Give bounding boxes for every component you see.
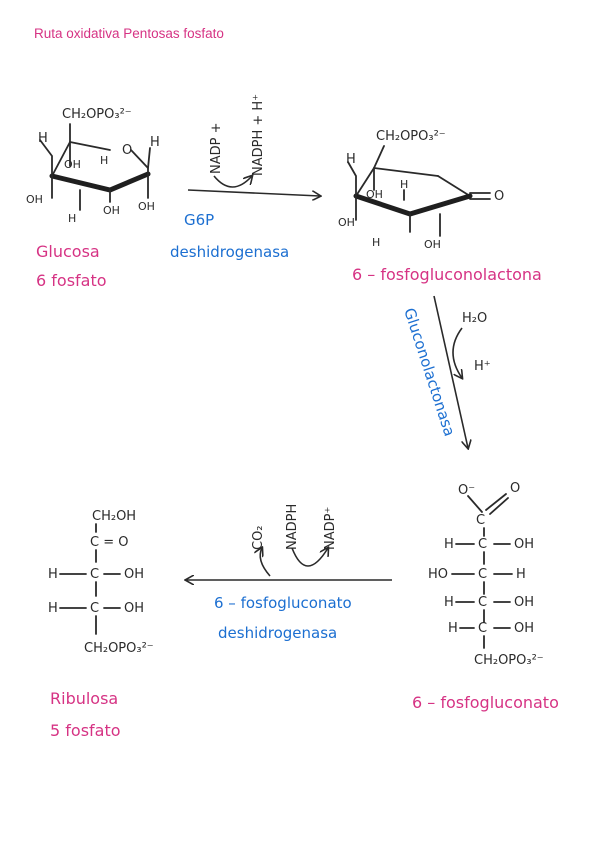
gluconate-bottom: CH₂OPO₃²⁻	[474, 653, 544, 668]
gluconate-row3-right: OH	[514, 595, 534, 610]
lactone-ring-right	[437, 175, 471, 197]
step1-reaction: NADP + NADPH + H⁺ G6P deshidrogenasa	[170, 94, 320, 261]
glucose-ring-left	[51, 141, 71, 177]
glucose-substituent-bonds	[39, 139, 151, 211]
glucose-name-line2: 6 fosfato	[36, 271, 107, 290]
step2-water-arrow	[452, 327, 462, 378]
step3-cofactor-arrow	[291, 548, 328, 567]
gluconate-carboxyl-bonds	[467, 493, 509, 515]
gluconolactone-structure: CH₂OPO₃²⁻ O H OH H OH H OH 6 – fosfogluc…	[338, 129, 542, 284]
ribulose-name-line2: 5 fosfato	[50, 721, 121, 740]
glucose-oh-bottom: OH	[103, 204, 120, 217]
gluconate-name: 6 – fosfogluconato	[412, 693, 559, 712]
ribulose-c3: C	[90, 567, 99, 582]
step2-reaction: H₂O H⁺ Gluconolactonasa	[400, 295, 491, 448]
ribulose-name-line1: Ribulosa	[50, 689, 118, 708]
ribulose-top: CH₂OH	[92, 509, 136, 524]
gluconate-row1-left: H	[444, 537, 454, 552]
glucose-ring-top-right	[130, 149, 149, 169]
lactone-oh-bottom: OH	[424, 238, 441, 251]
glucose-6-phosphate-structure: CH₂OPO₃²⁻ O H H OH H OH H OH OH Glucosa …	[26, 107, 160, 290]
step2-h-plus-label: H⁺	[474, 359, 491, 374]
lactone-c6-bond	[373, 145, 385, 169]
lactone-ring-left	[355, 167, 375, 197]
ribulose-row1-right: OH	[124, 567, 144, 582]
step3-nadp-label: NADP⁺	[323, 507, 338, 550]
gluconate-row1-right: OH	[514, 537, 534, 552]
step3-enzyme-line1: 6 – fosfogluconato	[214, 594, 352, 612]
ribulose-carbonyl: C = O	[90, 535, 128, 550]
step1-nadp-in: NADP +	[209, 123, 224, 175]
glucose-name-line1: Glucosa	[36, 242, 100, 261]
glucose-oh-right: OH	[138, 200, 155, 213]
step3-reaction: CO₂ NADPH NADP⁺ 6 – fosfogluconato deshi…	[186, 504, 392, 642]
gluconate-o-minus: O⁻	[458, 483, 475, 498]
step3-co2-label: CO₂	[251, 525, 266, 550]
gluconate-row4-right: OH	[514, 621, 534, 636]
glucose-oh-left: OH	[26, 193, 43, 206]
page-title: Ruta oxidativa Pentosas fosfato	[34, 26, 224, 41]
gluconate-c5: C	[478, 621, 487, 636]
lactone-h-left: H	[346, 152, 356, 167]
lactone-ring-top	[373, 167, 439, 177]
glucose-h-right: H	[150, 135, 160, 150]
lactone-substituent-bonds	[347, 161, 441, 237]
step3-nadph-label: NADPH	[285, 504, 300, 550]
step2-enzyme-label: Gluconolactonasa	[400, 306, 458, 439]
gluconate-row4-left: H	[448, 621, 458, 636]
glucose-ring-front-edge	[49, 171, 151, 193]
gluconate-o-carbonyl: O	[510, 481, 520, 496]
step3-co2-arrow	[260, 548, 271, 577]
ribulose-row2-right: OH	[124, 601, 144, 616]
phosphogluconate-structure: O⁻ O C H C OH HO C H H C OH H C OH CH₂OP…	[412, 481, 559, 712]
ribulose-row1-left: H	[48, 567, 58, 582]
step3-enzyme-line2: deshidrogenasa	[218, 624, 337, 642]
ribulose-row2-left: H	[48, 601, 58, 616]
step1-enzyme-line1: G6P	[184, 211, 214, 229]
gluconate-c2: C	[478, 537, 487, 552]
glucose-ring-oxygen: O	[122, 143, 132, 158]
lactone-ch2opo3-label: CH₂OPO₃²⁻	[376, 129, 446, 144]
gluconate-row3-left: H	[444, 595, 454, 610]
gluconate-c3: C	[478, 567, 487, 582]
step1-main-arrow	[187, 189, 320, 196]
lactone-carbonyl-o: O	[494, 189, 504, 204]
lactone-carbonyl-double-bond	[469, 192, 491, 200]
step2-water-label: H₂O	[462, 311, 487, 326]
lactone-h-inner: H	[400, 178, 408, 191]
lactone-oh-left: OH	[338, 216, 355, 229]
step1-enzyme-line2: deshidrogenasa	[170, 243, 289, 261]
glucose-ch2opo3-label: CH₂OPO₃²⁻	[62, 107, 132, 122]
step1-cofactor-arrow	[213, 176, 252, 188]
glucose-h-left: H	[38, 131, 48, 146]
glucose-ring-top-left	[69, 141, 111, 151]
ribulose-bottom: CH₂OPO₃²⁻	[84, 641, 154, 656]
step2-main-arrow	[433, 295, 468, 448]
ribulose-5-phosphate-structure: CH₂OH C = O H C OH H C OH CH₂OPO₃²⁻ Ribu…	[48, 509, 154, 740]
glucose-oh-inner: OH	[64, 158, 81, 171]
gluconate-row2-left: HO	[428, 567, 448, 582]
lactone-oh-inner: OH	[366, 188, 383, 201]
gluconate-row2-right: H	[516, 567, 526, 582]
gluconate-c4: C	[478, 595, 487, 610]
glucose-h-bottom: H	[68, 212, 76, 225]
lactone-h-bottom: H	[372, 236, 380, 249]
ribulose-c4: C	[90, 601, 99, 616]
gluconate-c1: C	[476, 513, 485, 528]
lactone-name: 6 – fosfogluconolactona	[352, 265, 542, 284]
glucose-h-inner: H	[100, 154, 108, 167]
step1-nadph-out: NADPH + H⁺	[251, 94, 266, 176]
